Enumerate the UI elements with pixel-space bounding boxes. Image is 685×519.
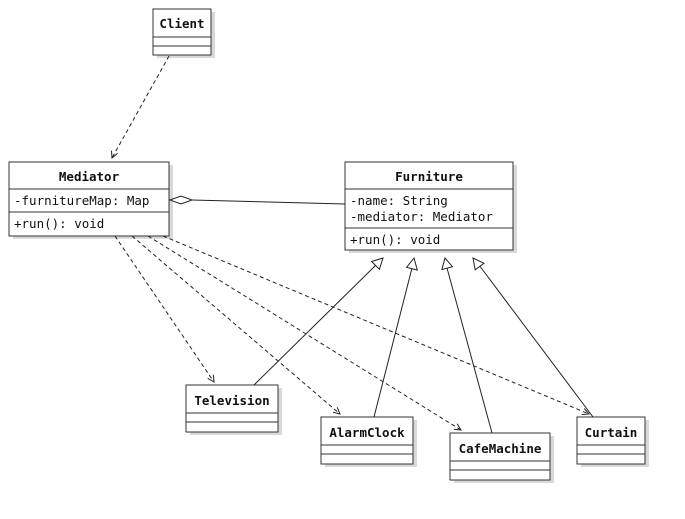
aggregation-mediator-furniture xyxy=(168,195,346,205)
furniture-attribute-name: -name: String xyxy=(350,193,448,208)
dependency-mediator-alarmclock xyxy=(131,235,341,415)
mediator-attribute-furnituremap: -furnitureMap: Map xyxy=(14,193,149,208)
dependency-mediator-cafemachine xyxy=(147,235,462,431)
class-mediator[interactable]: Mediator -furnitureMap: Map +run(): void xyxy=(8,161,173,239)
furniture-operation-run: +run(): void xyxy=(350,232,440,247)
generalization-curtain-furniture xyxy=(472,257,594,418)
class-alarmclock[interactable]: AlarmClock xyxy=(320,416,417,467)
class-cafemachine-name: CafeMachine xyxy=(459,441,542,456)
generalization-cafemachine-furniture xyxy=(441,256,493,434)
dependency-mediator-curtain xyxy=(162,235,591,415)
dependency-client-mediator xyxy=(111,55,170,160)
mediator-operation-run: +run(): void xyxy=(14,216,104,231)
class-curtain[interactable]: Curtain xyxy=(576,416,649,467)
class-cafemachine[interactable]: CafeMachine xyxy=(449,432,554,483)
class-furniture-name: Furniture xyxy=(395,169,463,184)
dependency-mediator-television xyxy=(114,235,215,383)
class-client-name: Client xyxy=(159,16,204,31)
class-television[interactable]: Television xyxy=(185,384,282,435)
class-client[interactable]: Client xyxy=(152,8,215,58)
furniture-attribute-mediator: -mediator: Mediator xyxy=(350,209,493,224)
generalization-alarmclock-furniture xyxy=(373,256,419,418)
class-mediator-name: Mediator xyxy=(59,169,120,184)
generalization-television-furniture xyxy=(253,257,384,386)
class-curtain-name: Curtain xyxy=(585,425,638,440)
class-television-name: Television xyxy=(194,393,269,408)
class-furniture[interactable]: Furniture -name: String -mediator: Media… xyxy=(344,161,517,253)
class-alarmclock-name: AlarmClock xyxy=(329,425,405,440)
